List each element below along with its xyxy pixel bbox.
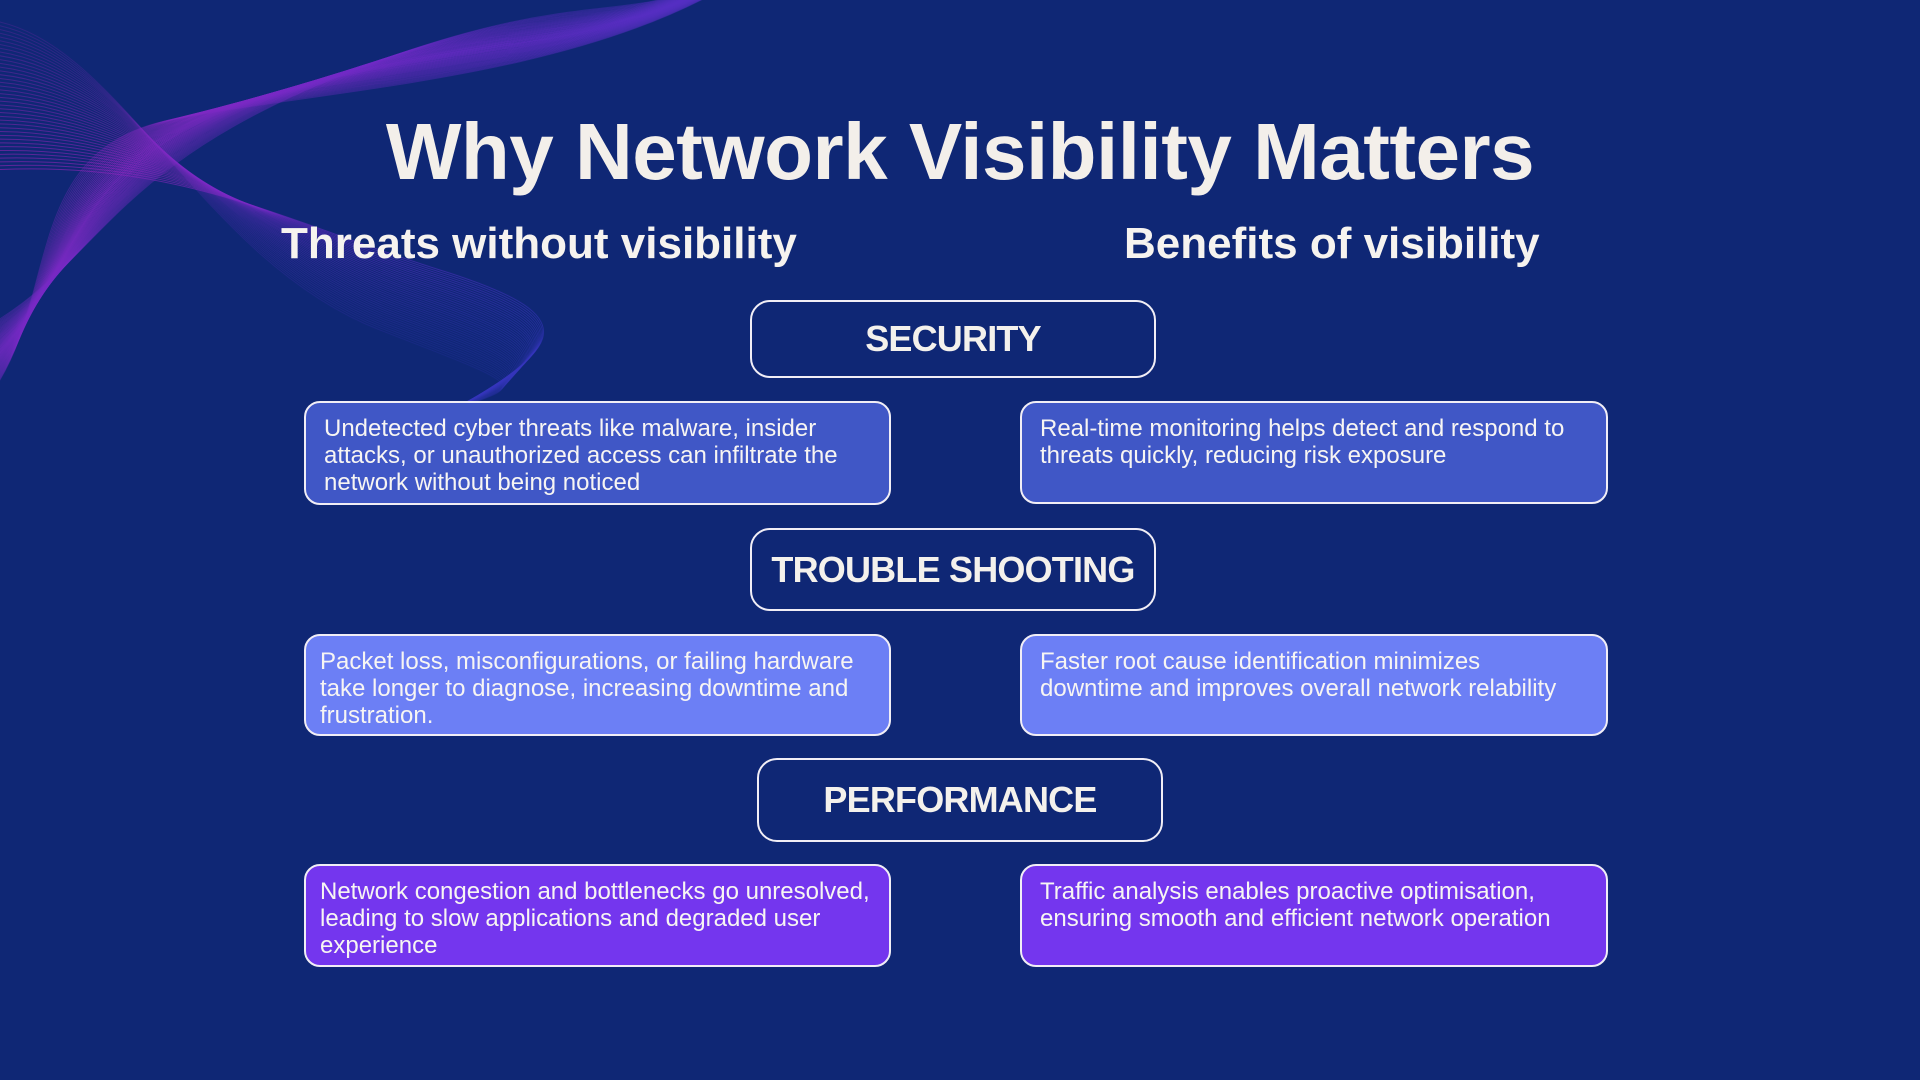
benefits-column-heading: Benefits of visibility xyxy=(1124,219,1540,268)
performance-threat-box: Network congestion and bottlenecks go un… xyxy=(304,864,891,967)
category-troubleshooting-label: TROUBLE SHOOTING xyxy=(750,528,1156,611)
category-security-label: SECURITY xyxy=(750,300,1156,378)
category-performance-label: PERFORMANCE xyxy=(757,758,1163,842)
performance-benefit-box: Traffic analysis enables proactive optim… xyxy=(1020,864,1608,967)
security-benefit-box: Real-time monitoring helps detect and re… xyxy=(1020,401,1608,504)
threats-column-heading: Threats without visibility xyxy=(281,219,797,268)
security-threat-box: Undetected cyber threats like malware, i… xyxy=(304,401,891,505)
decorative-wave-lines xyxy=(0,0,703,430)
troubleshooting-benefit-box: Faster root cause identification minimiz… xyxy=(1020,634,1608,736)
troubleshooting-threat-box: Packet loss, misconfigurations, or faili… xyxy=(304,634,891,736)
slide-title: Why Network Visibility Matters xyxy=(385,107,1535,196)
